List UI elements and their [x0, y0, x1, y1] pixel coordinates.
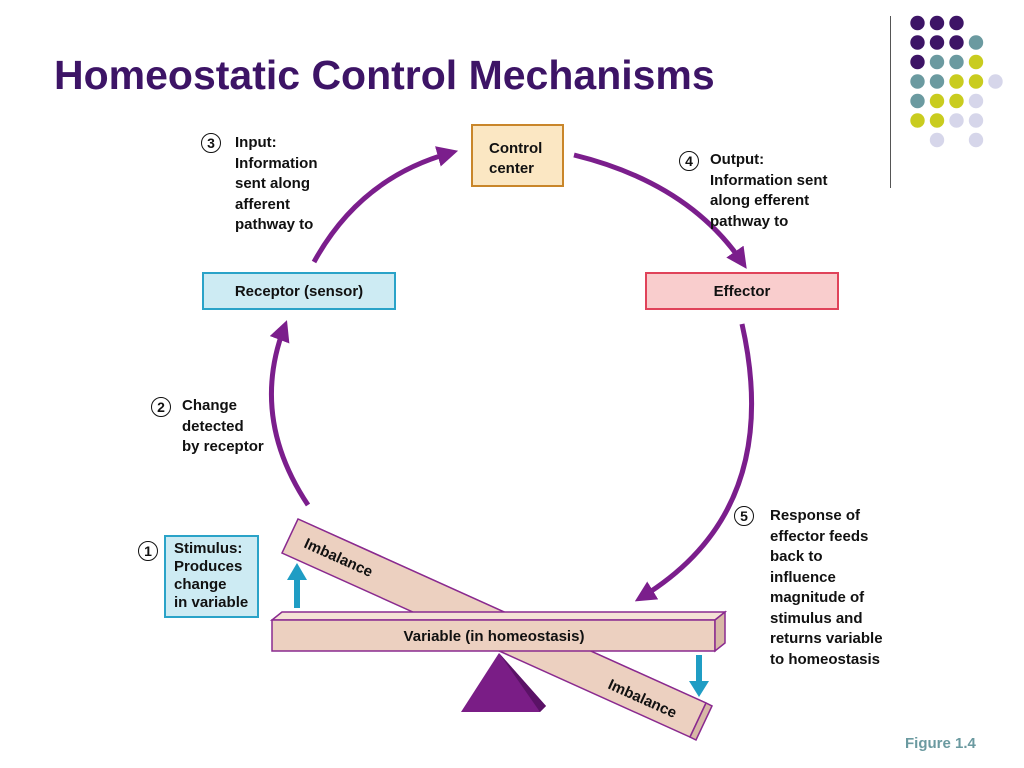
step-5-number: 5: [734, 506, 754, 526]
fulcrum-shade: [499, 653, 546, 712]
decorative-dot: [949, 54, 964, 70]
variable-beam: Variable (in homeostasis): [269, 610, 728, 653]
decorative-dot: [910, 93, 925, 109]
receptor-box: Receptor (sensor): [202, 272, 396, 310]
step-3-text: Input: Information sent along afferent p…: [235, 134, 318, 233]
arrow-effector-to-variable: [634, 323, 755, 602]
step-2-number: 2: [151, 397, 171, 417]
decorative-dot: [949, 74, 964, 89]
decorative-dot: [910, 15, 925, 31]
fulcrum: [461, 653, 546, 712]
step-5-text: Response of effector feeds back to influ…: [770, 507, 883, 668]
decorative-dot: [929, 15, 945, 31]
down-arrow-icon: [689, 655, 709, 697]
decorative-dot: [929, 93, 945, 109]
decorative-dot: [929, 132, 945, 148]
arrow-receptor-to-control: [311, 146, 459, 264]
decorative-dot: [968, 35, 984, 50]
decorative-dot-grid: [910, 15, 1003, 148]
effector-box: Effector: [645, 272, 839, 310]
decorative-dot: [968, 54, 984, 70]
decorative-dot: [910, 54, 925, 70]
decorative-dot: [949, 93, 964, 109]
decorative-divider: [890, 16, 891, 188]
decorative-dot: [968, 93, 984, 109]
up-arrow-icon: [287, 563, 307, 608]
page-title: Homeostatic Control Mechanisms: [54, 52, 715, 98]
step-4-text: Output: Information sent along efferent …: [710, 151, 828, 230]
figure-label: Figure 1.4: [905, 735, 976, 752]
step-1-number: 1: [138, 541, 158, 561]
decorative-dot: [968, 132, 984, 148]
decorative-dot: [968, 74, 984, 89]
decorative-dot: [910, 74, 925, 89]
step-4-number: 4: [679, 151, 699, 171]
step-3-number: 3: [201, 133, 221, 153]
decorative-dot: [988, 74, 1003, 89]
decorative-dot: [949, 35, 964, 50]
decorative-dot: [910, 35, 925, 50]
stimulus-box: Stimulus: Produces change in variable: [164, 535, 259, 618]
decorative-dot: [949, 113, 964, 128]
decorative-dot: [929, 35, 945, 50]
decorative-dot: [968, 113, 984, 128]
arrow-stimulus-to-receptor: [268, 320, 311, 507]
decorative-dot: [910, 113, 925, 128]
decorative-dot: [949, 15, 964, 31]
arrow-control-to-effector: [573, 152, 747, 269]
decorative-dot: [929, 74, 945, 89]
decorative-dot: [929, 54, 945, 70]
control-center-box: Control center: [471, 124, 564, 187]
variable-label: Variable (in homeostasis): [404, 628, 585, 645]
step-2-text: Change detected by receptor: [182, 397, 264, 455]
decorative-dot: [929, 113, 945, 128]
